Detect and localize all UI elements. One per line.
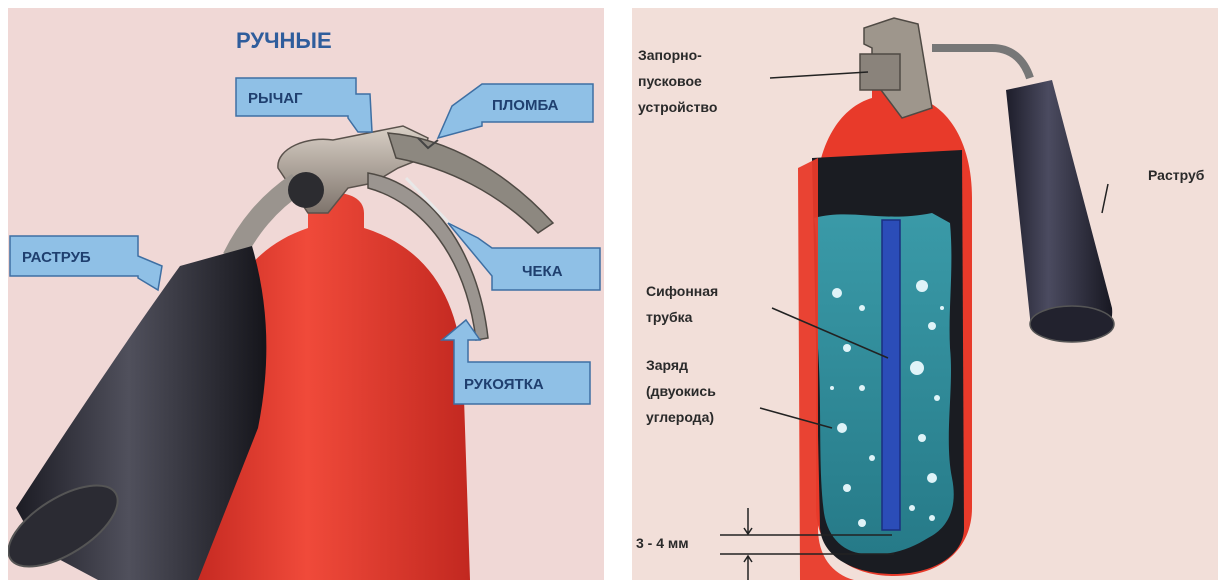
hose [932,48,1030,78]
label-horn: РАСТРУБ [22,249,91,266]
siphon-tube [882,220,900,530]
gap-arrow-top [744,508,752,534]
horn [1006,80,1112,340]
label-charge-line2: (двуокись [646,383,716,399]
label-siphon-line2: трубка [646,309,693,325]
label-valve-line3: устройство [638,99,717,115]
callout-handle: РУКОЯТКА [442,320,590,404]
right-illustration: Запорно- пусковое устройство Раструб Сиф… [632,8,1218,580]
callout-lever: РЫЧАГ [236,78,372,132]
left-illustration: РУЧНЫЕ РЫЧАГ ПЛОМБА РАСТРУБ ЧЕКА РУКОЯТК… [8,8,604,580]
label-lever: РЫЧАГ [248,90,303,107]
hose-nut [288,172,324,208]
leader-horn [1102,184,1108,213]
gap-arrow-bottom [744,556,752,580]
right-panel: Запорно- пусковое устройство Раструб Сиф… [632,8,1218,580]
label-charge-line1: Заряд [646,357,688,373]
leader-valve [770,72,868,78]
callout-seal: ПЛОМБА [438,84,593,138]
callout-horn: РАСТРУБ [10,236,162,290]
label-gap: 3 - 4 мм [636,535,689,551]
horn-mouth [1030,306,1114,342]
title-manual: РУЧНЫЕ [236,28,332,53]
label-horn: Раструб [1148,167,1205,183]
label-pin: ЧЕКА [522,263,563,280]
label-seal: ПЛОМБА [492,97,559,114]
label-siphon-line1: Сифонная [646,283,718,299]
label-charge-line3: углерода) [646,409,714,425]
label-valve-line1: Запорно- [638,47,702,63]
left-panel: РУЧНЫЕ РЫЧАГ ПЛОМБА РАСТРУБ ЧЕКА РУКОЯТК… [8,8,604,580]
label-valve-line2: пусковое [638,73,702,89]
label-handle: РУКОЯТКА [464,376,544,393]
